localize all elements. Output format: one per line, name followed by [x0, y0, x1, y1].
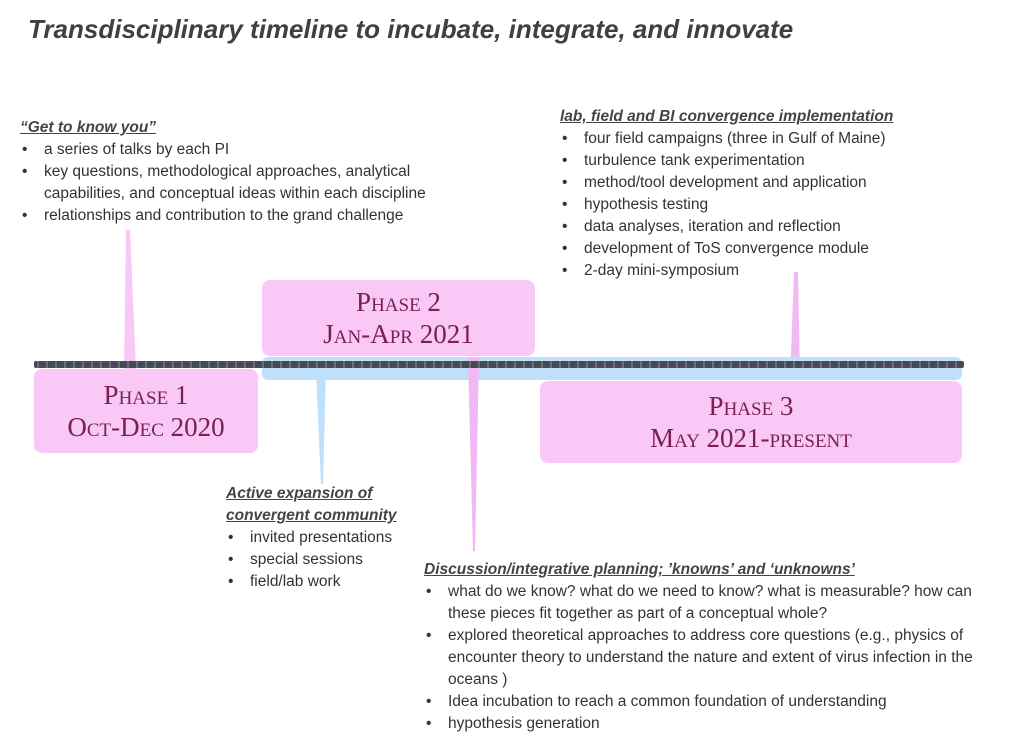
slide-title: Transdisciplinary timeline to incubate, …	[28, 14, 794, 44]
block-heading: “Get to know you”	[20, 119, 157, 136]
list-item: four field campaigns (three in Gulf of M…	[560, 128, 1000, 150]
list-item: turbulence tank experimentation	[560, 150, 1000, 172]
phase-dates: Jan-Apr 2021	[323, 319, 474, 349]
callout-pointer-expansion	[316, 370, 326, 484]
list-item: invited presentations	[226, 527, 441, 549]
list-item: hypothesis generation	[424, 713, 1004, 735]
block-heading: Active expansion of convergent community	[226, 485, 397, 524]
block-heading: Discussion/integrative planning; ’knowns…	[424, 561, 855, 578]
timeline-axis	[34, 361, 964, 368]
phase-dates: Oct-Dec 2020	[67, 412, 225, 442]
discussion-block: Discussion/integrative planning; ’knowns…	[424, 559, 1004, 735]
expansion-block: Active expansion of convergent community…	[226, 483, 441, 593]
list-item: special sessions	[226, 549, 441, 571]
list-item: development of ToS convergence module	[560, 238, 1000, 260]
list-item: method/tool development and application	[560, 172, 1000, 194]
list-item: what do we know? what do we need to know…	[424, 581, 1004, 625]
callout-pointer-convergence	[790, 272, 800, 380]
phase-name: Phase 1	[103, 380, 189, 410]
get-to-know-block: “Get to know you” a series of talks by e…	[20, 117, 460, 227]
list-item: data analyses, iteration and reflection	[560, 216, 1000, 238]
callout-pointer-phase1	[124, 230, 136, 370]
list-item: a series of talks by each PI	[20, 139, 460, 161]
phase-3-box: Phase 3 May 2021-present	[540, 381, 962, 463]
list-item: key questions, methodological approaches…	[20, 161, 460, 205]
convergence-block: lab, field and BI convergence implementa…	[560, 106, 1000, 282]
list-item: explored theoretical approaches to addre…	[424, 625, 1004, 691]
list-item: relationships and contribution to the gr…	[20, 205, 460, 227]
phase-dates: May 2021-present	[650, 423, 852, 453]
list-item: field/lab work	[226, 571, 441, 593]
phase-2-box: Phase 2 Jan-Apr 2021	[262, 280, 535, 356]
callout-pointer-discussion	[468, 358, 479, 551]
phase-name: Phase 3	[708, 391, 794, 421]
list-item: 2-day mini-symposium	[560, 260, 1000, 282]
phase-1-box: Phase 1 Oct-Dec 2020	[34, 369, 258, 453]
phase-name: Phase 2	[356, 287, 441, 317]
list-item: hypothesis testing	[560, 194, 1000, 216]
block-heading: lab, field and BI convergence implementa…	[560, 108, 894, 125]
list-item: Idea incubation to reach a common founda…	[424, 691, 1004, 713]
